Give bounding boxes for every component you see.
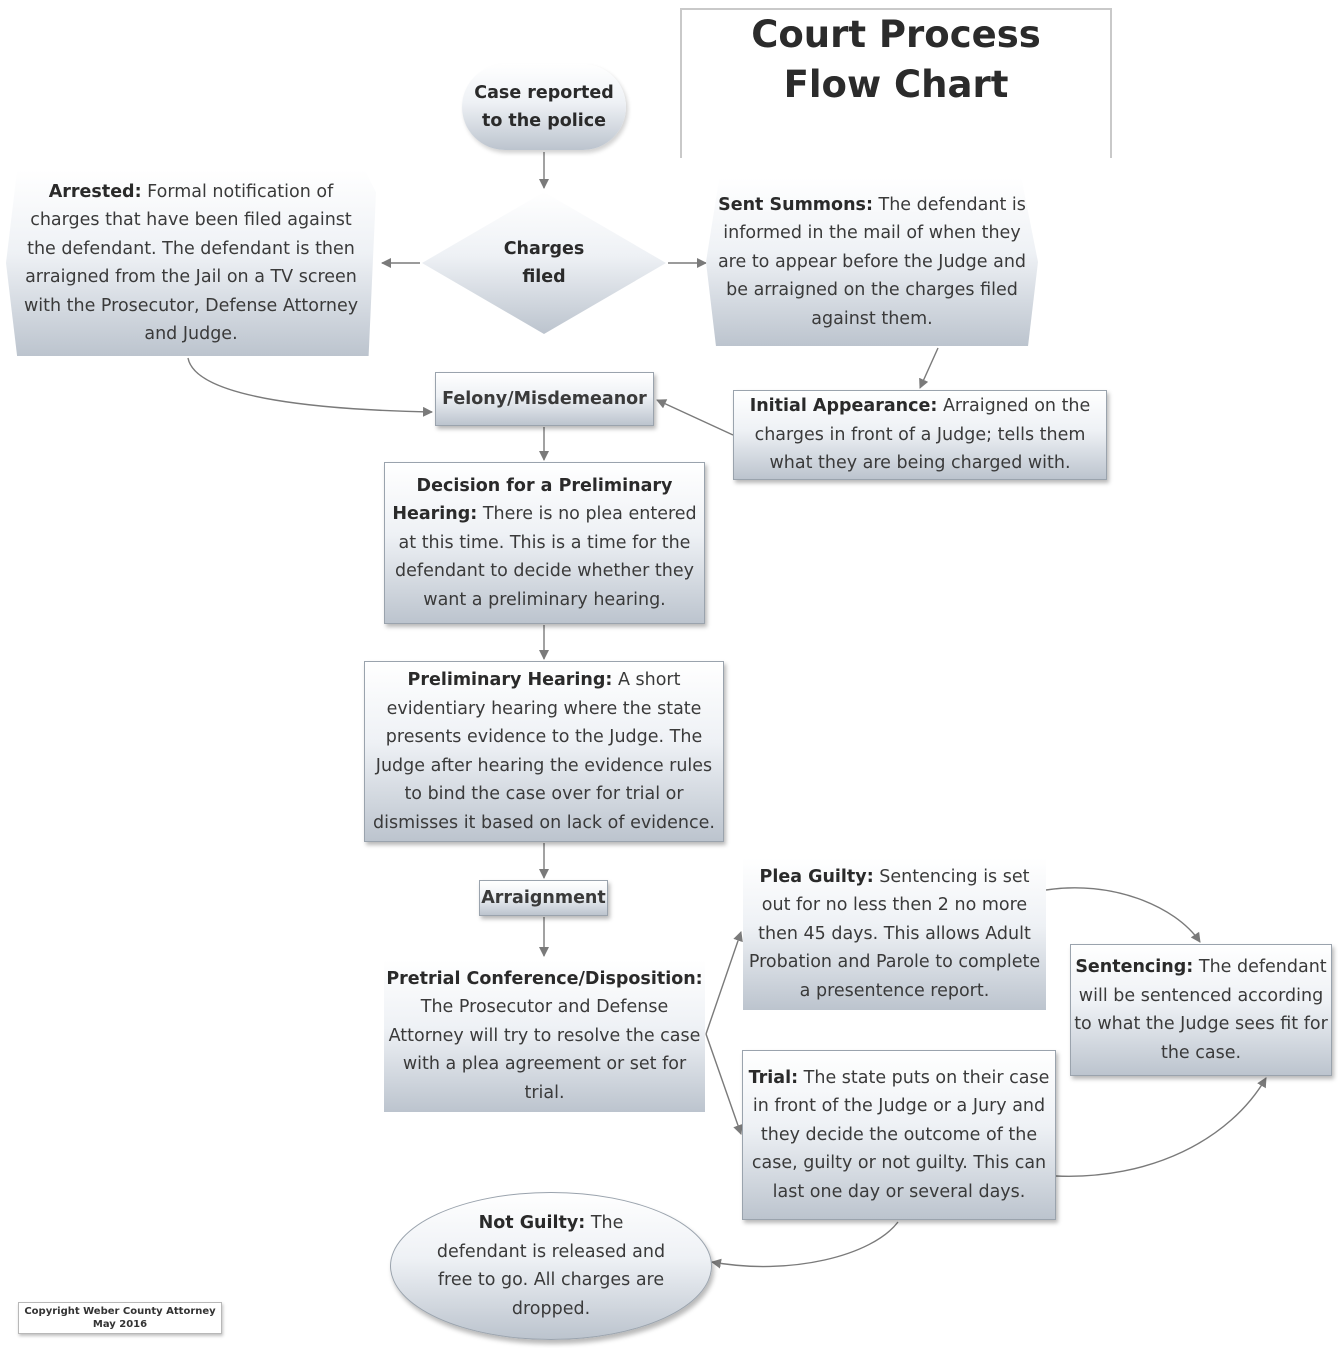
arrested-label: Arrested: <box>48 181 142 202</box>
arrow-initial-to-felony <box>656 399 734 436</box>
sent-summons-label: Sent Summons: <box>718 194 873 215</box>
arrested-node: Arrested: Formal notification of charges… <box>6 170 376 356</box>
initial-appearance-text: Arraigned on the charges in front of a J… <box>754 396 1091 474</box>
arrow-arrested-to-felony <box>187 357 433 417</box>
trial-label: Trial: <box>748 1067 799 1088</box>
initial-appearance-label: Initial Appearance: <box>749 396 938 417</box>
trial-text: The state puts on their case in front of… <box>751 1067 1050 1202</box>
preliminary-decision-node: Decision for a Preliminary Hearing: Ther… <box>384 462 705 624</box>
felony-misdemeanor-node: Felony/Misdemeanor <box>435 372 654 426</box>
plea-guilty-text: Sentencing is set out for no less then 2… <box>748 866 1041 1001</box>
sentencing-label: Sentencing: <box>1075 957 1194 977</box>
arrow-summons-to-initial <box>919 347 939 389</box>
trial-node: Trial: The state puts on their case in f… <box>742 1050 1056 1220</box>
not-guilty-node: Not Guilty: The defendant is released an… <box>390 1192 712 1340</box>
plea-guilty-node: Plea Guilty: Sentencing is set out for n… <box>743 858 1046 1010</box>
case-reported-line-1: Case reported <box>474 83 614 103</box>
title-line-1: Court Process <box>751 13 1041 56</box>
case-reported-node: Case reported to the police <box>462 64 626 150</box>
not-guilty-text: The defendant is released and free to go… <box>436 1213 666 1319</box>
preliminary-hearing-node: Preliminary Hearing: A short evidentiary… <box>364 661 724 842</box>
copyright-notice: Copyright Weber County Attorney May 2016 <box>18 1302 222 1334</box>
arrow-plea-to-sentencing <box>1045 887 1201 943</box>
not-guilty-label: Not Guilty: <box>478 1213 586 1233</box>
pretrial-node: Pretrial Conference/Disposition: The Pro… <box>384 960 705 1112</box>
title-frame <box>680 8 1112 158</box>
sentencing-text: The defendant will be sentenced accordin… <box>1074 957 1328 1063</box>
arrow-pretrial-to-plea <box>705 931 743 1035</box>
charges-filed-line-2: filed <box>522 267 566 287</box>
arrested-text: Formal notification of charges that have… <box>23 181 359 345</box>
preliminary-decision-text: There is no plea entered at this time. T… <box>395 504 697 610</box>
pretrial-label: Pretrial Conference/Disposition: <box>386 968 703 989</box>
arraignment-label: Arraignment <box>481 887 606 908</box>
arraignment-node: Arraignment <box>479 880 608 916</box>
case-reported-line-2: to the police <box>481 111 607 131</box>
initial-appearance-node: Initial Appearance: Arraigned on the cha… <box>733 390 1107 480</box>
felony-misdemeanor-label: Felony/Misdemeanor <box>442 388 647 409</box>
preliminary-hearing-text: A short evidentiary hearing where the st… <box>373 670 715 833</box>
copyright-text: Copyright Weber County Attorney May 2016 <box>24 1306 216 1330</box>
preliminary-hearing-label: Preliminary Hearing: <box>407 670 613 690</box>
preliminary-decision-label: Decision for a Preliminary Hearing: <box>392 475 673 525</box>
title-line-2: Flow Chart <box>783 63 1009 106</box>
arrow-trial-to-notguilty <box>711 1221 899 1269</box>
chart-title: Court Process Flow Chart <box>680 10 1112 110</box>
charges-filed-line-1: Charges <box>503 239 585 259</box>
arrow-pretrial-to-trial <box>705 1033 743 1135</box>
sent-summons-node: Sent Summons: The defendant is informed … <box>706 178 1038 346</box>
arrow-trial-to-sentencing <box>1055 1077 1267 1177</box>
sentencing-node: Sentencing: The defendant will be senten… <box>1070 944 1332 1076</box>
sent-summons-text: The defendant is informed in the mail of… <box>717 194 1027 329</box>
pretrial-text: The Prosecutor and Defense Attorney will… <box>388 997 701 1103</box>
plea-guilty-label: Plea Guilty: <box>759 866 874 887</box>
